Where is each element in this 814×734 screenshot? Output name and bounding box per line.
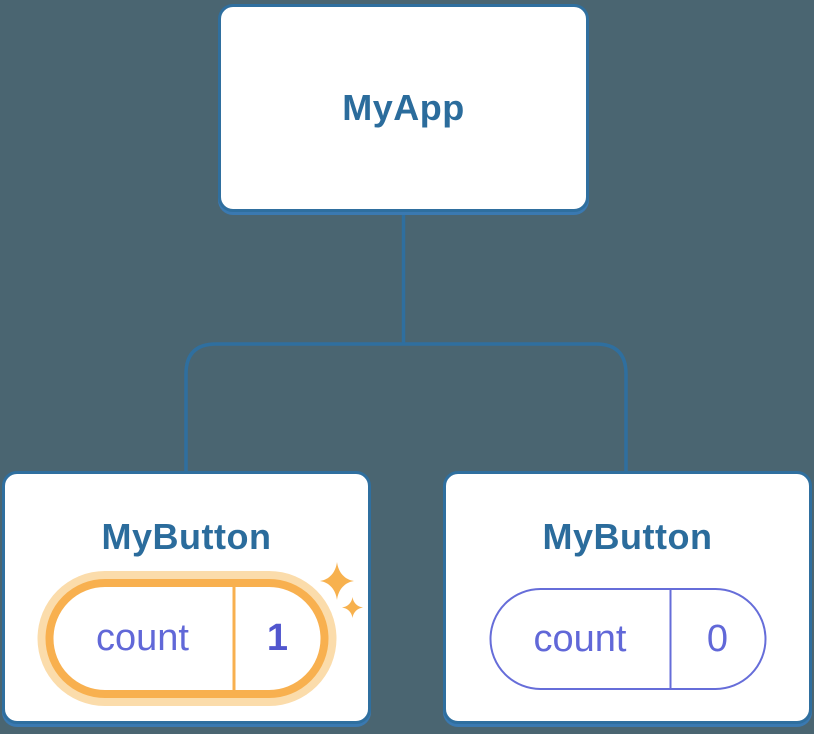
state-pill: count 0 [489, 588, 766, 690]
sparkle-icon [320, 562, 354, 600]
state-name-label: count [533, 617, 627, 660]
component-name: MyButton [542, 516, 713, 557]
state-value: 1 [232, 587, 320, 690]
children-bracket-line [184, 342, 628, 471]
state-name-label: count [96, 617, 189, 659]
sparkle-icon [342, 597, 363, 618]
component-name: MyApp [342, 87, 465, 128]
component-name: MyButton [101, 516, 272, 557]
state-value: 0 [669, 590, 764, 688]
component-node-myapp: MyApp [218, 4, 589, 212]
state-pill-highlighted: count 1 [45, 579, 328, 698]
component-node-mybutton-right: MyButton count 0 [443, 471, 812, 724]
component-node-mybutton-left: MyButton count 1 [2, 471, 371, 724]
